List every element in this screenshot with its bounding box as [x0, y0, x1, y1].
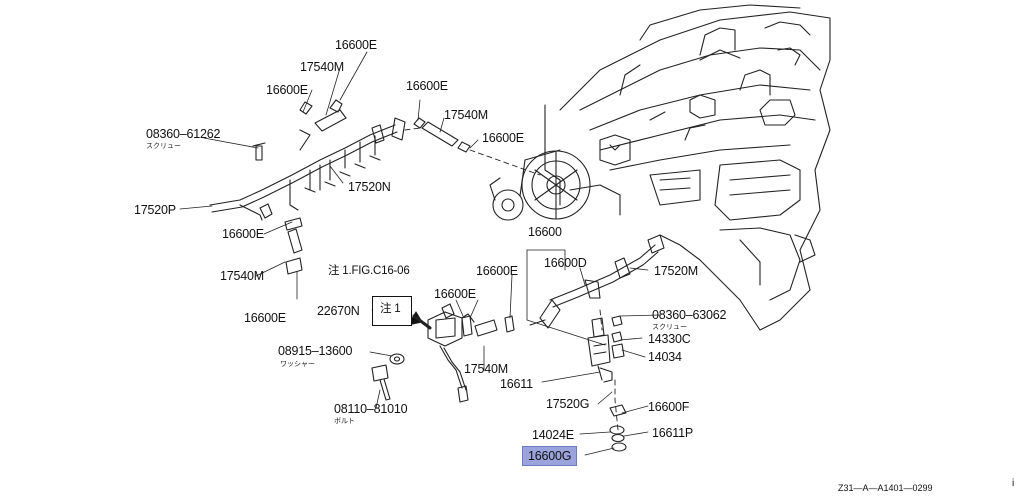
callout-17540m[interactable]: 17540M — [464, 362, 508, 376]
callout-16600d[interactable]: 16600D — [544, 256, 587, 270]
callout-08360-61262[interactable]: 08360–61262 — [146, 127, 221, 141]
fuel-rail-left-drawing — [209, 99, 406, 221]
callout-17520g[interactable]: 17520G — [546, 397, 590, 411]
callout-sub-washer: ワッシャー — [280, 361, 315, 368]
callout-16600e[interactable]: 16600E — [222, 227, 264, 241]
callout-17540m[interactable]: 17540M — [220, 269, 264, 283]
callout-08360-63062[interactable]: 08360–63062 — [652, 308, 727, 322]
note-box-label: 注 1 — [380, 303, 401, 315]
callout-17520p[interactable]: 17520P — [134, 203, 176, 217]
note-box — [372, 296, 412, 326]
engine-block-drawing — [544, 4, 831, 331]
callout-16600g-highlighted[interactable]: 16600G — [522, 446, 578, 466]
fuel-rail-right-drawing — [529, 234, 665, 329]
callout-sub-screw: スクリュー — [146, 143, 181, 150]
callout-16600e[interactable]: 16600E — [476, 264, 518, 278]
diagram-reference-code: Z31—A—A1401—0299 — [838, 483, 933, 493]
callout-16600e[interactable]: 16600E — [266, 83, 308, 97]
callout-16611[interactable]: 16611 — [500, 377, 533, 391]
callout-22670n[interactable]: 22670N — [317, 304, 360, 318]
callout-14024e[interactable]: 14024E — [532, 428, 574, 442]
pulley-drawing — [489, 149, 591, 221]
callout-16600e[interactable]: 16600E — [244, 311, 286, 325]
callout-16600[interactable]: 16600 — [528, 225, 562, 239]
callout-16611p[interactable]: 16611P — [652, 426, 693, 440]
corner-mark: i — [1012, 478, 1015, 489]
callout-sub-bolt: ボルト — [334, 418, 355, 425]
callout-17540m[interactable]: 17540M — [300, 60, 344, 74]
callout-16600e[interactable]: 16600E — [335, 38, 377, 52]
callout-16600e[interactable]: 16600E — [482, 131, 524, 145]
callout-17540m[interactable]: 17540M — [444, 108, 488, 122]
callout-17520n[interactable]: 17520N — [348, 180, 391, 194]
callout-16600f[interactable]: 16600F — [648, 400, 690, 414]
callout-14034[interactable]: 14034 — [648, 350, 682, 364]
callout-14330c[interactable]: 14330C — [648, 332, 691, 346]
callout-17520m[interactable]: 17520M — [654, 264, 698, 278]
callout-16600e[interactable]: 16600E — [434, 287, 476, 301]
pressure-regulator-drawing — [427, 303, 475, 403]
callout-08110-81010[interactable]: 08110–81010 — [334, 402, 408, 416]
note-figure-reference: 注 1.FIG.C16-06 — [328, 265, 410, 277]
fuel-injector-drawing — [587, 315, 627, 452]
callout-sub-screw: スクリュー — [652, 324, 687, 331]
callout-08915-13600[interactable]: 08915–13600 — [278, 344, 353, 358]
callout-16600e[interactable]: 16600E — [406, 79, 448, 93]
